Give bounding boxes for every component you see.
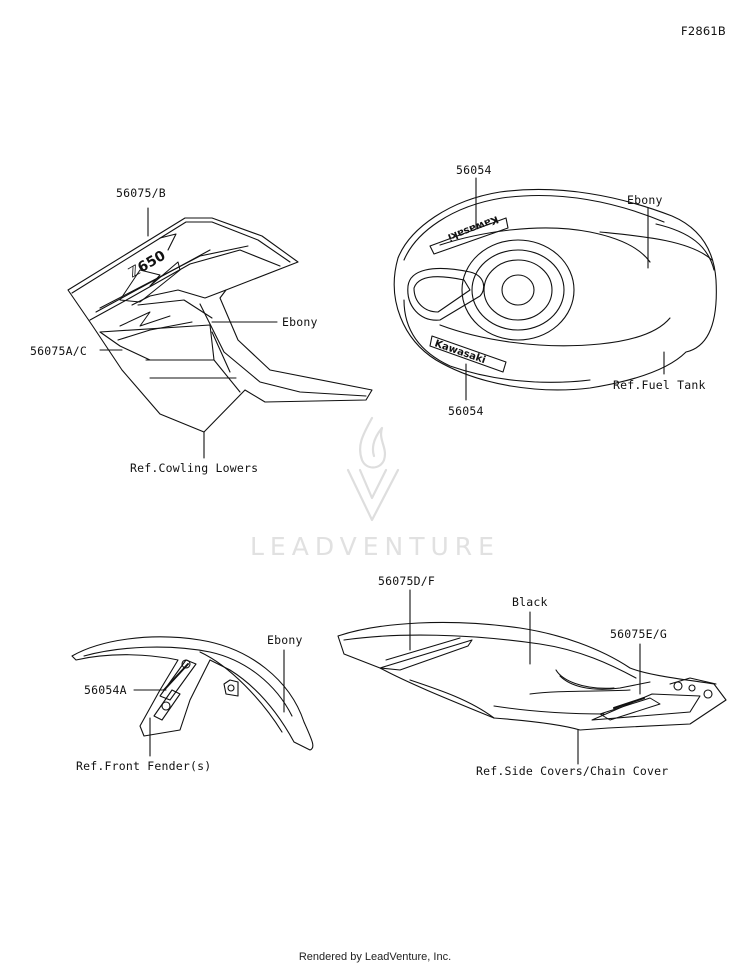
label-tank-part-bottom: 56054 <box>448 404 484 418</box>
label-cowl-ebony: Ebony <box>282 315 318 329</box>
label-tank-part-top: 56054 <box>456 163 492 177</box>
footer-credit: Rendered by LeadVenture, Inc. <box>298 951 452 963</box>
label-fender-ref: Ref.Front Fender(s) <box>76 759 212 773</box>
label-cowl-part-b: 56075/B <box>116 186 166 200</box>
label-tank-ref: Ref.Fuel Tank <box>613 378 706 392</box>
label-cowl-part-ac: 56075A/C <box>30 344 87 358</box>
label-cowl-ref: Ref.Cowling Lowers <box>130 461 259 475</box>
watermark-text: LEADVENTURE <box>250 532 500 561</box>
cowling-illustration: ℤ650 <box>67 207 373 459</box>
label-side-black: Black <box>512 595 548 609</box>
label-fender-ebony: Ebony <box>267 633 303 647</box>
label-side-part-df: 56075D/F <box>378 574 435 588</box>
svg-text:Kawasaki: Kawasaki <box>446 213 500 242</box>
fuel-tank-illustration: Kawasaki Kawasaki <box>393 177 717 401</box>
figure-id: F2861B <box>681 24 726 38</box>
front-fender-illustration <box>71 636 314 757</box>
label-tank-ebony: Ebony <box>627 193 663 207</box>
watermark-logo <box>346 416 400 522</box>
label-side-ref: Ref.Side Covers/Chain Cover <box>476 764 669 778</box>
label-side-part-eg: 56075E/G <box>610 627 667 641</box>
side-cover-illustration <box>337 589 727 765</box>
label-fender-part: 56054A <box>84 683 127 697</box>
